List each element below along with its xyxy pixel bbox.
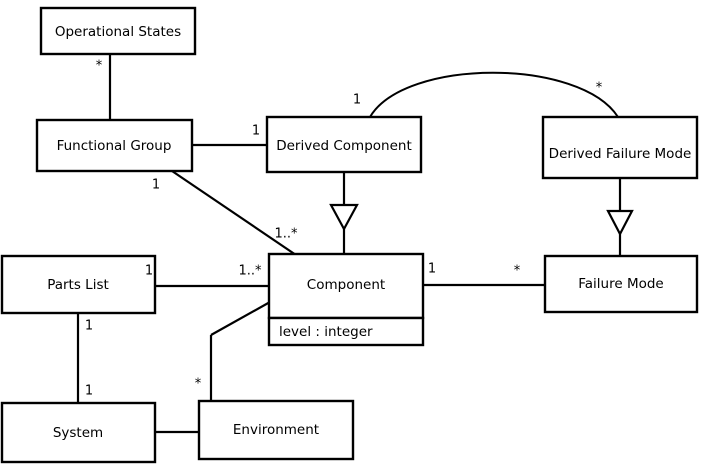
class-name-system: System	[53, 425, 103, 441]
class-name-failure-mode: Failure Mode	[578, 276, 664, 292]
class-box-failure-mode[interactable]: Failure Mode	[543, 254, 699, 314]
class-box-operational-states-rect	[39, 6, 197, 56]
class-box-system[interactable]: System	[0, 401, 157, 464]
class-box-functional-group-rect	[35, 118, 194, 173]
generalization-triangle-derived-component	[329, 203, 359, 232]
multiplicity-parts-list-component-left: 1	[145, 264, 153, 279]
link-environment-component-diagonal	[210, 301, 271, 336]
class-box-environment[interactable]: Environment	[197, 399, 355, 461]
multiplicity-functional-group-derived-component: 1	[252, 124, 260, 139]
class-box-environment-rect	[197, 399, 355, 461]
multiplicity-parts-list-component-right: 1..*	[238, 264, 262, 279]
multiplicity-parts-list-system-top: 1	[85, 319, 93, 334]
class-name-environment: Environment	[233, 422, 319, 438]
class-box-functional-group[interactable]: Functional Group	[35, 118, 194, 173]
class-name-parts-list: Parts List	[47, 277, 109, 293]
class-name-functional-group: Functional Group	[57, 138, 172, 154]
multiplicity-operational-states-functional-group: *	[96, 59, 103, 74]
class-name-derived-component: Derived Component	[276, 138, 412, 154]
class-box-derived-component[interactable]: Derived Component	[265, 115, 423, 174]
class-box-derived-failure-mode[interactable]: Derived Failure Mode	[541, 115, 699, 180]
class-box-component[interactable]: Component level : integer	[267, 252, 425, 347]
class-box-component-rect	[267, 252, 425, 320]
link-derived-component-derived-failure-mode-arc	[369, 71, 619, 118]
multiplicity-derived-failure-mode-arc: *	[596, 81, 603, 96]
multiplicity-environment-component: *	[195, 377, 202, 392]
class-attribute-component-level: level : integer	[279, 324, 373, 340]
generalization-triangle-derived-failure-mode	[606, 209, 634, 237]
link-functional-group-component	[171, 170, 297, 256]
multiplicity-component-failure-mode-left: 1	[428, 262, 436, 277]
class-box-parts-list[interactable]: Parts List	[0, 254, 157, 315]
class-box-derived-component-rect	[265, 115, 423, 174]
multiplicity-derived-component-arc: 1	[353, 93, 361, 108]
class-name-derived-failure-mode: Derived Failure Mode	[549, 146, 692, 162]
multiplicity-parts-list-system-bottom: 1	[85, 384, 93, 399]
class-box-failure-mode-rect	[543, 254, 699, 314]
multiplicity-functional-group-component-top: 1	[152, 178, 160, 193]
multiplicity-functional-group-component-bottom: 1..*	[274, 227, 298, 242]
class-box-parts-list-rect	[0, 254, 157, 315]
class-name-operational-states: Operational States	[55, 24, 181, 40]
class-box-component-attributes-rect	[267, 316, 425, 347]
class-box-operational-states[interactable]: Operational States	[39, 6, 197, 56]
class-name-component: Component	[307, 277, 385, 293]
class-box-derived-failure-mode-rect	[541, 115, 699, 180]
class-box-system-rect	[0, 401, 157, 464]
multiplicity-component-failure-mode-right: *	[514, 264, 521, 279]
